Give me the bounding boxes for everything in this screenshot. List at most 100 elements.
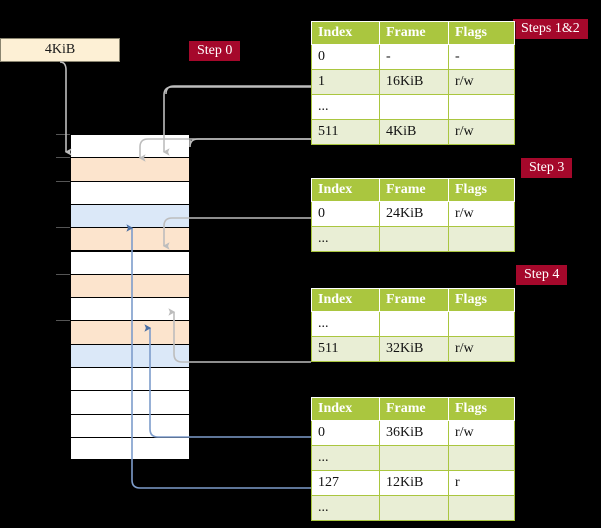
step-badge-step4: Step 4 — [516, 265, 568, 285]
table-cell: 0 — [311, 201, 380, 227]
memory-frame-row — [70, 157, 190, 181]
table-cell: 16KiB — [379, 69, 449, 95]
memory-frame-tick — [56, 157, 70, 159]
memory-frame-row — [70, 227, 190, 251]
step-label: Steps 1&2 — [513, 19, 588, 39]
table-cell: - — [448, 44, 515, 70]
table-row: ... — [311, 226, 515, 252]
table-cell: 12KiB — [379, 470, 449, 496]
memory-frame-row — [70, 367, 190, 391]
connector-memory-to-table1 — [165, 85, 311, 95]
table-cell: r — [448, 470, 515, 496]
table-row: ... — [311, 311, 515, 337]
table-header-cell: Flags — [448, 397, 515, 421]
table-cell: ... — [311, 94, 380, 120]
table-cell: - — [379, 44, 449, 70]
table-cell: 1 — [311, 69, 380, 95]
step-badge-steps12: Steps 1&2 — [513, 19, 588, 39]
table-row: ... — [311, 94, 515, 120]
step-label: Step 3 — [521, 158, 573, 178]
table-cell: 511 — [311, 336, 380, 362]
table-cell: 0 — [311, 420, 380, 446]
table-cell: r/w — [448, 336, 515, 362]
connector-table1-511 — [189, 138, 311, 148]
request-size-box: 4KiB — [0, 38, 120, 62]
table-cell: r/w — [448, 420, 515, 446]
table-cell — [379, 94, 449, 120]
memory-frame-row — [70, 413, 190, 437]
memory-frame-tick — [56, 134, 70, 135]
memory-frame-row — [70, 203, 190, 228]
table-cell: 36KiB — [379, 420, 449, 446]
table-header-cell: Flags — [448, 21, 515, 45]
table-header-cell: Frame — [379, 397, 449, 421]
table-cell — [448, 94, 515, 120]
table-cell — [448, 311, 515, 337]
step-badge-step0: Step 0 — [189, 41, 241, 61]
arrow-table3-32kib-to-memory — [168, 308, 311, 363]
step-label: Step 0 — [189, 41, 241, 61]
table-header-cell: Index — [311, 397, 380, 421]
memory-frame-tick — [56, 273, 70, 275]
table-header-cell: Flags — [448, 178, 515, 202]
memory-frame-row — [70, 390, 190, 414]
table-cell: 0 — [311, 44, 380, 70]
table-cell: r/w — [448, 201, 515, 227]
table-cell — [448, 495, 515, 521]
table-row: ... — [311, 445, 515, 471]
memory-frame-row — [70, 436, 190, 461]
table-cell — [379, 445, 449, 471]
memory-frame-tick — [56, 180, 70, 182]
table-cell — [448, 226, 515, 252]
step-badge-step3: Step 3 — [521, 158, 573, 178]
table-header-cell: Frame — [379, 178, 449, 202]
table-row: ... — [311, 495, 515, 521]
table-cell — [379, 311, 449, 337]
memory-frame-row — [70, 134, 190, 158]
table-cell: r/w — [448, 69, 515, 95]
memory-frame-row — [70, 320, 190, 344]
step-label: Step 4 — [516, 265, 568, 285]
memory-frame-row — [70, 250, 190, 274]
table-cell — [448, 445, 515, 471]
table-cell: ... — [311, 311, 380, 337]
memory-frame-tick — [56, 320, 70, 322]
table-row: 0-- — [311, 44, 515, 70]
table-cell — [379, 495, 449, 521]
table-header-cell: Index — [311, 21, 380, 45]
table-header-cell: Index — [311, 178, 380, 202]
table-cell: r/w — [448, 119, 515, 145]
table-cell: ... — [311, 445, 380, 471]
table-cell — [379, 226, 449, 252]
table-cell: 4KiB — [379, 119, 449, 145]
table-cell: 127 — [311, 470, 380, 496]
table-cell: ... — [311, 226, 380, 252]
table-header-cell: Frame — [379, 21, 449, 45]
memory-frame-row — [70, 343, 190, 367]
physical-memory-column — [56, 134, 190, 461]
memory-frame-row — [70, 297, 190, 321]
arrow-request-to-memory — [59, 61, 72, 156]
request-size-label: 4KiB — [44, 42, 76, 57]
memory-frame-row — [70, 273, 190, 298]
memory-frame-tick — [56, 227, 70, 229]
table-header-cell: Frame — [379, 288, 449, 312]
memory-frame-row — [70, 180, 190, 204]
table-cell: 511 — [311, 119, 380, 145]
table-cell: 24KiB — [379, 201, 449, 227]
table-header-cell: Flags — [448, 288, 515, 312]
